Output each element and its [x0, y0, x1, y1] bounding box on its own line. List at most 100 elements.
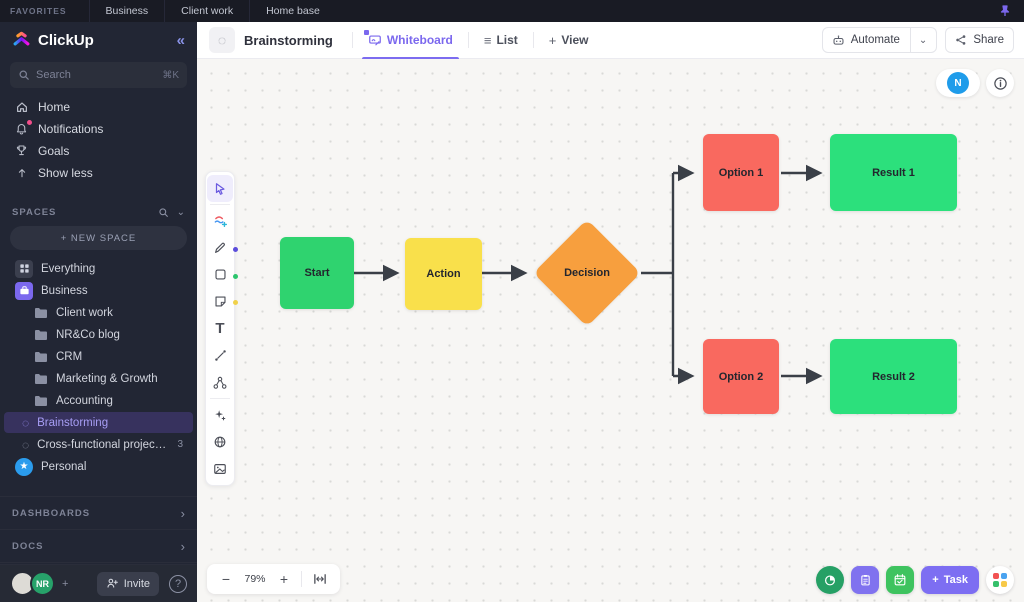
list-icon: ≡ — [483, 32, 492, 48]
cursor-icon — [215, 182, 225, 195]
flowchart-node-start[interactable]: Start — [280, 237, 354, 309]
avatar[interactable]: NR — [30, 571, 55, 596]
sidebar-item-home[interactable]: Home — [0, 96, 197, 117]
sidebar-item-cross-functional-project-plan[interactable]: ◌ Cross-functional project plan 3 — [22, 437, 183, 452]
sidebar-footer: NR + Invite ? — [0, 564, 197, 602]
tab-whiteboard[interactable]: Whiteboard — [361, 22, 459, 60]
sidebar-item-goals[interactable]: Goals — [0, 140, 197, 161]
calendar-button[interactable] — [886, 566, 915, 594]
fit-to-screen-button[interactable] — [306, 566, 334, 592]
folder-icon — [34, 373, 48, 385]
spaces-search-icon[interactable] — [158, 207, 169, 218]
pin-icon[interactable] — [1000, 0, 1024, 22]
sticky-note-tool-button[interactable] — [207, 288, 233, 315]
templates-tool-button[interactable] — [207, 207, 233, 234]
sticky-color-dot — [233, 300, 238, 305]
image-tool-button[interactable] — [207, 455, 233, 482]
zoom-level[interactable]: 79% — [244, 573, 266, 585]
sidebar-item-accounting[interactable]: Accounting — [4, 390, 193, 411]
plus-icon: + — [548, 32, 557, 48]
home-icon — [14, 100, 29, 114]
clipboard-button[interactable] — [851, 566, 880, 594]
info-button[interactable] — [986, 69, 1014, 97]
trophy-icon — [14, 144, 29, 157]
add-member-icon[interactable]: + — [62, 577, 69, 590]
sidebar-item-marketing-growth[interactable]: Marketing & Growth — [4, 368, 193, 389]
embed-tool-button[interactable] — [207, 428, 233, 455]
sidebar-item-brainstorming[interactable]: ◌ Brainstorming — [4, 412, 193, 433]
sidebar-section-docs[interactable]: DOCS › — [0, 529, 197, 562]
help-button[interactable]: ? — [169, 574, 187, 593]
sidebar-item-everything[interactable]: Everything — [4, 258, 193, 279]
select-tool-button[interactable] — [207, 175, 233, 202]
flowchart-node-result2[interactable]: Result 2 — [830, 339, 957, 414]
pen-tool-button[interactable] — [207, 234, 233, 261]
sticky-note-icon — [214, 296, 226, 307]
add-task-button[interactable]: + Task — [921, 566, 979, 594]
automate-button[interactable]: Automate ⌄ — [821, 27, 938, 53]
zoom-controls: − 79% + — [207, 564, 340, 594]
folder-icon — [34, 329, 48, 341]
pen-icon — [215, 242, 225, 253]
item-count: 3 — [177, 439, 183, 450]
sidebar-item-show-less[interactable]: Show less — [0, 162, 197, 183]
mind-map-tool-button[interactable] — [207, 369, 233, 396]
flowchart-node-result1[interactable]: Result 1 — [830, 134, 957, 211]
nav-label: Show less — [38, 165, 93, 180]
flowchart-node-option2[interactable]: Option 2 — [703, 339, 779, 414]
notification-badge — [25, 117, 34, 127]
whiteboard-doc-icon: ◌ — [22, 415, 30, 430]
new-space-button[interactable]: + NEW SPACE — [10, 226, 187, 250]
mind-map-icon — [213, 376, 227, 389]
timer-button[interactable] — [816, 566, 845, 594]
flowchart-node-action[interactable]: Action — [405, 238, 482, 310]
connector-tool-button[interactable] — [207, 342, 233, 369]
sidebar-search[interactable]: ⌘K — [10, 62, 187, 88]
chevron-right-icon: › — [180, 538, 185, 554]
sidebar-item-client-work[interactable]: Client work — [4, 302, 193, 323]
plus-icon: + — [932, 574, 939, 586]
sidebar-item-nrco-blog[interactable]: NR&Co blog — [4, 324, 193, 345]
globe-icon — [214, 436, 226, 447]
whiteboard-canvas[interactable]: Start Action Decision Option 1 Result 1 … — [197, 59, 1024, 602]
invite-button[interactable]: Invite — [96, 571, 159, 596]
presence-avatar[interactable]: N — [947, 72, 969, 94]
pin-badge — [363, 29, 369, 35]
share-button[interactable]: Share — [945, 27, 1014, 53]
robot-icon — [833, 34, 844, 45]
person-plus-icon — [107, 578, 118, 588]
favorite-tab-home-base[interactable]: Home base — [249, 0, 336, 22]
collapse-sidebar-icon[interactable]: « — [176, 31, 185, 49]
flowchart-node-decision[interactable]: Decision — [533, 219, 641, 327]
sidebar: ClickUp « ⌘K Home — [0, 22, 197, 602]
fit-width-icon — [314, 574, 326, 584]
favorite-tab-client-work[interactable]: Client work — [164, 0, 249, 22]
shape-color-dot — [233, 274, 238, 279]
sidebar-section-dashboards[interactable]: DASHBOARDS › — [0, 496, 197, 529]
nav-label: Notifications — [38, 121, 104, 136]
shape-tool-button[interactable] — [207, 261, 233, 288]
search-input[interactable] — [36, 69, 157, 81]
image-icon — [214, 463, 226, 474]
clickup-logo-icon — [12, 31, 31, 50]
tab-add-view[interactable]: + View — [548, 32, 589, 48]
zoom-out-button[interactable]: − — [221, 571, 231, 587]
apps-button[interactable] — [986, 566, 1014, 594]
spaces-collapse-icon[interactable]: ⌄ — [176, 206, 185, 218]
sidebar-item-business-space[interactable]: Business — [4, 280, 193, 301]
sidebar-item-personal-space[interactable]: ★ Personal — [4, 456, 193, 477]
tab-list[interactable]: ≡ List — [483, 32, 518, 48]
square-icon — [214, 269, 226, 280]
ai-tools-button[interactable] — [207, 401, 233, 428]
favorite-tab-business[interactable]: Business — [88, 0, 165, 22]
sidebar-item-crm[interactable]: CRM — [4, 346, 193, 367]
arrow-up-icon — [14, 167, 29, 179]
zoom-in-button[interactable]: + — [279, 571, 289, 587]
flowchart-connectors — [354, 164, 823, 385]
wand-icon — [215, 409, 226, 420]
info-icon — [993, 76, 1007, 90]
flowchart-node-option1[interactable]: Option 1 — [703, 134, 779, 211]
sidebar-item-notifications[interactable]: Notifications — [0, 117, 197, 139]
folder-icon — [34, 351, 48, 363]
text-tool-button[interactable]: T — [215, 320, 225, 337]
